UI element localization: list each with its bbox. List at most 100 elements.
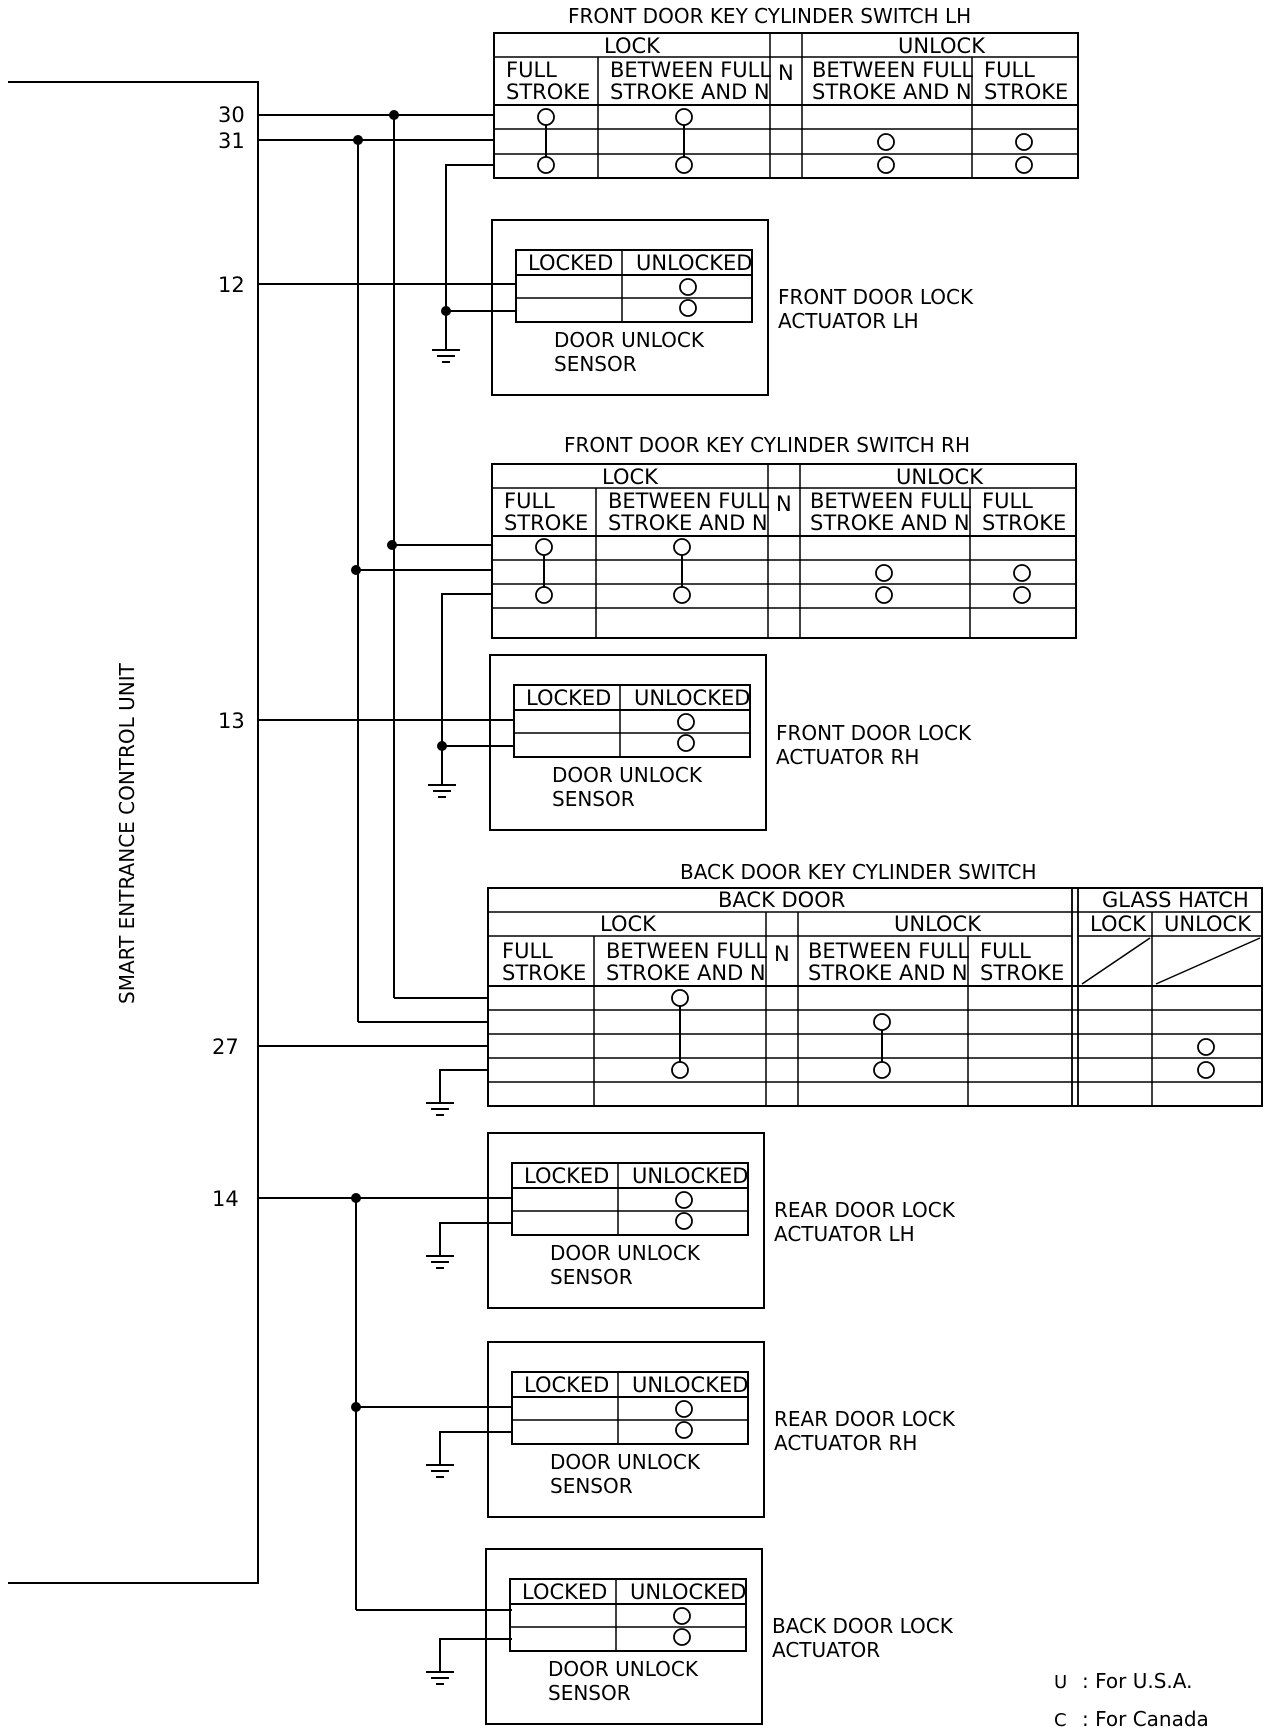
full-stroke-label: STROKE xyxy=(982,511,1066,535)
ground-icon xyxy=(426,1671,454,1685)
actuator-rear-lh: LOCKED UNLOCKED DOOR UNLOCK SENSOR xyxy=(487,1132,765,1309)
front-switch-lh: FRONT DOOR KEY CYLINDER SWITCH LH LOCK U… xyxy=(493,4,1079,179)
contact-circle xyxy=(673,538,691,556)
back-switch: BACK DOOR KEY CYLINDER SWITCH BACK DOOR … xyxy=(487,860,1263,1107)
n-header: N xyxy=(776,492,792,516)
lock-header: LOCK xyxy=(604,34,661,58)
actuator-front-lh: LOCKED UNLOCKED DOOR UNLOCK SENSOR xyxy=(491,219,769,396)
contact-circle xyxy=(675,1191,693,1209)
between-label: BETWEEN FULL xyxy=(608,489,769,513)
contact-circle xyxy=(1197,1061,1215,1079)
contact-circle xyxy=(1015,156,1033,174)
contact-circle xyxy=(1013,586,1031,604)
junction-dot xyxy=(389,110,399,120)
door-unlock-sensor-label: DOOR UNLOCK xyxy=(552,763,703,787)
unlocked-header: UNLOCKED xyxy=(636,251,752,275)
control-unit-label: SMART ENTRANCE CONTROL UNIT xyxy=(115,662,139,1004)
pin-14: 14 xyxy=(212,1187,239,1211)
legend-usa: : For U.S.A. xyxy=(1082,1669,1192,1693)
front-switch-rh-title: FRONT DOOR KEY CYLINDER SWITCH RH xyxy=(564,433,970,457)
full-stroke-label: FULL xyxy=(502,939,553,963)
contact-circle xyxy=(873,1061,891,1079)
contact-circle xyxy=(679,299,697,317)
contact-circle xyxy=(873,1013,891,1031)
ground-icon xyxy=(426,1464,454,1478)
contact-circle xyxy=(679,278,697,296)
contact-circle xyxy=(537,156,555,174)
between-label: BETWEEN FULL xyxy=(810,489,971,513)
actuator-label: ACTUATOR LH xyxy=(778,309,919,333)
ground-icon xyxy=(426,1102,454,1116)
full-stroke-label: FULL xyxy=(982,489,1033,513)
legend: U : For U.S.A. C : For Canada xyxy=(1047,1667,1209,1733)
lock-header: LOCK xyxy=(1090,912,1147,936)
full-stroke-label: STROKE xyxy=(504,511,588,535)
contact-circle xyxy=(875,586,893,604)
actuator-label: ACTUATOR RH xyxy=(774,1431,917,1455)
contact-circle xyxy=(677,713,695,731)
contact-circle xyxy=(671,989,689,1007)
full-stroke-label: STROKE xyxy=(984,80,1068,104)
door-unlock-sensor-label: DOOR UNLOCK xyxy=(554,328,705,352)
between-label: STROKE AND N xyxy=(610,80,770,104)
full-stroke-label: STROKE xyxy=(980,961,1064,985)
locked-header: LOCKED xyxy=(522,1580,607,1604)
full-stroke-label: FULL xyxy=(984,58,1035,82)
wiring xyxy=(258,110,516,1672)
unlocked-header: UNLOCKED xyxy=(630,1580,746,1604)
pin-27: 27 xyxy=(212,1035,239,1059)
contact-circle xyxy=(675,1421,693,1439)
ground-icon xyxy=(432,349,460,363)
actuator-label: ACTUATOR xyxy=(772,1638,880,1662)
contact-circle xyxy=(675,1212,693,1230)
junction-dot xyxy=(351,1193,361,1203)
contact-circle xyxy=(877,156,895,174)
actuator-rear-rh: LOCKED UNLOCKED DOOR UNLOCK SENSOR xyxy=(487,1341,765,1518)
locked-header: LOCKED xyxy=(524,1373,609,1397)
contact-circle xyxy=(1197,1038,1215,1056)
between-label: STROKE AND N xyxy=(608,511,768,535)
contact-circle xyxy=(675,1400,693,1418)
junction-dot xyxy=(353,135,363,145)
actuator-label: BACK DOOR LOCK xyxy=(772,1614,954,1638)
door-unlock-sensor-label: SENSOR xyxy=(548,1681,631,1705)
between-label: STROKE AND N xyxy=(606,961,766,985)
between-label: BETWEEN FULL xyxy=(808,939,969,963)
locked-header: LOCKED xyxy=(524,1164,609,1188)
between-label: STROKE AND N xyxy=(810,511,970,535)
contact-circle xyxy=(875,564,893,582)
door-unlock-sensor-label: SENSOR xyxy=(552,787,635,811)
between-label: BETWEEN FULL xyxy=(812,58,973,82)
actuator-label: REAR DOOR LOCK xyxy=(774,1407,956,1431)
unlock-header: UNLOCK xyxy=(1164,912,1252,936)
door-unlock-sensor-label: DOOR UNLOCK xyxy=(548,1657,699,1681)
actuator-back: LOCKED UNLOCKED DOOR UNLOCK SENSOR xyxy=(485,1548,763,1725)
full-stroke-label: FULL xyxy=(980,939,1031,963)
full-stroke-label: STROKE xyxy=(502,961,586,985)
door-unlock-sensor-label: SENSOR xyxy=(554,352,637,376)
contact-circle xyxy=(675,156,693,174)
pin-31: 31 xyxy=(218,129,245,153)
door-unlock-sensor-label: SENSOR xyxy=(550,1474,633,1498)
legend-symbol-c: C xyxy=(1054,1710,1067,1731)
contact-circle xyxy=(1013,564,1031,582)
ground-icon xyxy=(428,784,456,798)
actuator-label: ACTUATOR LH xyxy=(774,1222,915,1246)
pin-13: 13 xyxy=(218,709,245,733)
back-switch-title: BACK DOOR KEY CYLINDER SWITCH xyxy=(680,860,1037,884)
contact-circle xyxy=(671,1061,689,1079)
ground-icon xyxy=(426,1255,454,1269)
door-unlock-sensor-label: SENSOR xyxy=(550,1265,633,1289)
actuator-label: REAR DOOR LOCK xyxy=(774,1198,956,1222)
actuator-front-rh: LOCKED UNLOCKED DOOR UNLOCK SENSOR xyxy=(489,654,767,831)
n-header: N xyxy=(778,61,794,85)
contact-circle xyxy=(677,734,695,752)
junction-dot xyxy=(437,741,447,751)
contact-circle xyxy=(535,538,553,556)
front-switch-lh-title: FRONT DOOR KEY CYLINDER SWITCH LH xyxy=(568,4,971,28)
unlocked-header: UNLOCKED xyxy=(632,1373,748,1397)
n-header: N xyxy=(774,942,790,966)
contact-circle xyxy=(537,108,555,126)
front-switch-rh: FRONT DOOR KEY CYLINDER SWITCH RH LOCK U… xyxy=(491,433,1077,639)
between-label: STROKE AND N xyxy=(812,80,972,104)
